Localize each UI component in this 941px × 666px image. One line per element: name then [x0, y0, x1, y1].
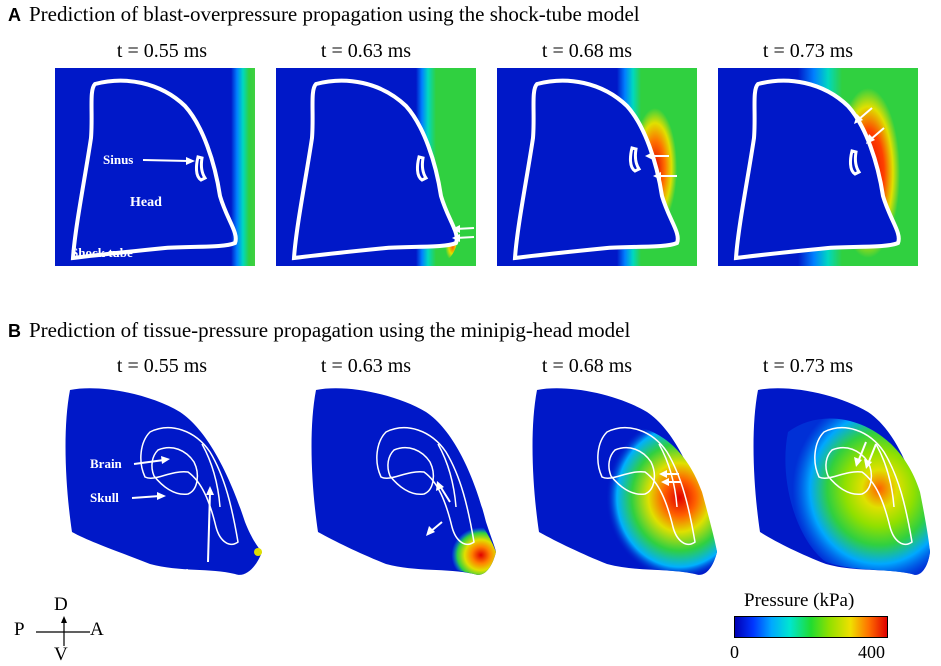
compass-cross-icon: [36, 616, 90, 646]
wave-arrowhead-icon: [452, 234, 460, 242]
head-tissue: [65, 388, 263, 575]
wave-arrowhead-icon: [659, 470, 667, 478]
minipig-head-frame-4: [753, 388, 930, 575]
skull-outline: [597, 427, 696, 546]
legend-title: Pressure (kPa): [744, 590, 855, 611]
sinus-outline: [848, 149, 862, 176]
wave-arrowhead-icon: [661, 478, 669, 486]
shock-tube-frame-1: Sinus Head Shock tube: [55, 68, 255, 266]
wave-arrowhead-icon: [645, 152, 653, 160]
panel-b-time-1: t = 0.55 ms: [116, 355, 208, 377]
head-outline: [291, 78, 459, 261]
wave-arrowhead-icon: [436, 481, 444, 491]
sinus-arrow: [207, 491, 211, 563]
shock-tube-frame-2: [276, 68, 476, 266]
legend-colorbar: [734, 616, 888, 638]
brain-arrowhead-icon: [161, 456, 170, 464]
brain-outline: [387, 446, 435, 495]
posterior-label: P: [14, 619, 25, 640]
pressure-legend: Pressure (kPa) 0 400: [730, 590, 890, 662]
wave-arrowhead-icon: [653, 172, 661, 180]
brain-outline: [608, 446, 656, 495]
sinus-outline: [658, 443, 678, 508]
orientation-compass: D V P A: [14, 594, 114, 666]
pressure-hotspot: [412, 495, 496, 575]
ventral-label: V: [54, 644, 68, 665]
panel-a-time-2: t = 0.63 ms: [320, 40, 412, 62]
wave-arrow-2: [867, 443, 877, 465]
wave-arrowhead-icon: [854, 114, 863, 124]
dorsal-label: D: [54, 594, 68, 615]
skull-arrowhead-icon: [157, 492, 166, 500]
shock-tube-frame-3: [497, 68, 697, 266]
sinus-arrow: [142, 159, 190, 162]
sinus-outline: [415, 155, 429, 182]
wave-arrowhead-icon: [452, 225, 460, 233]
panel-b-title-text: Prediction of tissue-pressure propagatio…: [29, 318, 631, 342]
brain-outline: [151, 446, 199, 495]
panel-a-title-text: Prediction of blast-overpressure propaga…: [29, 2, 640, 26]
sinus-outline: [194, 155, 208, 182]
sinus-label: Sinus: [103, 152, 133, 167]
skull-arrow: [131, 495, 161, 499]
panel-a-title: A Prediction of blast-overpressure propag…: [8, 2, 640, 27]
panel-a-time-4: t = 0.73 ms: [762, 40, 854, 62]
panel-a-time-1: t = 0.55 ms: [116, 40, 208, 62]
head-label: Head: [130, 195, 162, 210]
sinus-outline: [437, 443, 457, 508]
wave-arrowhead-icon: [864, 459, 872, 469]
minipig-head-frame-2: [311, 388, 496, 575]
brain-outline: [825, 446, 873, 495]
minipig-head-frame-3: [532, 388, 717, 575]
panel-b-time-3: t = 0.68 ms: [541, 355, 633, 377]
wave-arrowhead-icon: [854, 457, 862, 467]
panel-a-letter: A: [8, 5, 21, 25]
brain-label: Brain: [90, 456, 123, 471]
head-outline: [70, 78, 238, 261]
wave-arrow-1: [857, 441, 867, 463]
sinus-outline: [628, 146, 642, 173]
panel-b-time-4: t = 0.73 ms: [762, 355, 854, 377]
wave-arrowhead-icon: [426, 526, 435, 536]
skull-outline: [140, 427, 239, 546]
shock-tube-frame-4: [718, 68, 918, 266]
anterior-label: A: [90, 619, 104, 640]
panel-a-time-3: t = 0.68 ms: [541, 40, 633, 62]
snout-hotspot: [254, 548, 262, 556]
sinus-arrowhead-icon: [186, 157, 195, 165]
sinus-label: Sinus: [178, 566, 208, 581]
sinus-outline: [875, 443, 895, 508]
legend-min: 0: [730, 642, 739, 662]
shock-tube-label: Shock tube: [71, 245, 133, 260]
sinus-outline: [201, 443, 221, 508]
head-outline: [733, 78, 901, 261]
panel-b-title: B Prediction of tissue-pressure propagati…: [8, 318, 630, 343]
panel-b-letter: B: [8, 321, 21, 341]
minipig-head-frame-1: Brain Skull Sinus: [65, 388, 263, 581]
pressure-hotspot: [583, 426, 717, 575]
brain-arrow: [133, 459, 165, 465]
skull-outline: [376, 427, 475, 546]
head-outline: [512, 78, 680, 261]
wave-arrow-2: [439, 485, 451, 503]
skull-outline: [814, 427, 913, 546]
skull-label: Skull: [90, 490, 119, 505]
panel-b-time-2: t = 0.63 ms: [320, 355, 412, 377]
wave-arrowhead-icon: [866, 134, 875, 144]
sinus-arrowhead-icon: [206, 486, 214, 495]
legend-max: 400: [858, 642, 885, 662]
